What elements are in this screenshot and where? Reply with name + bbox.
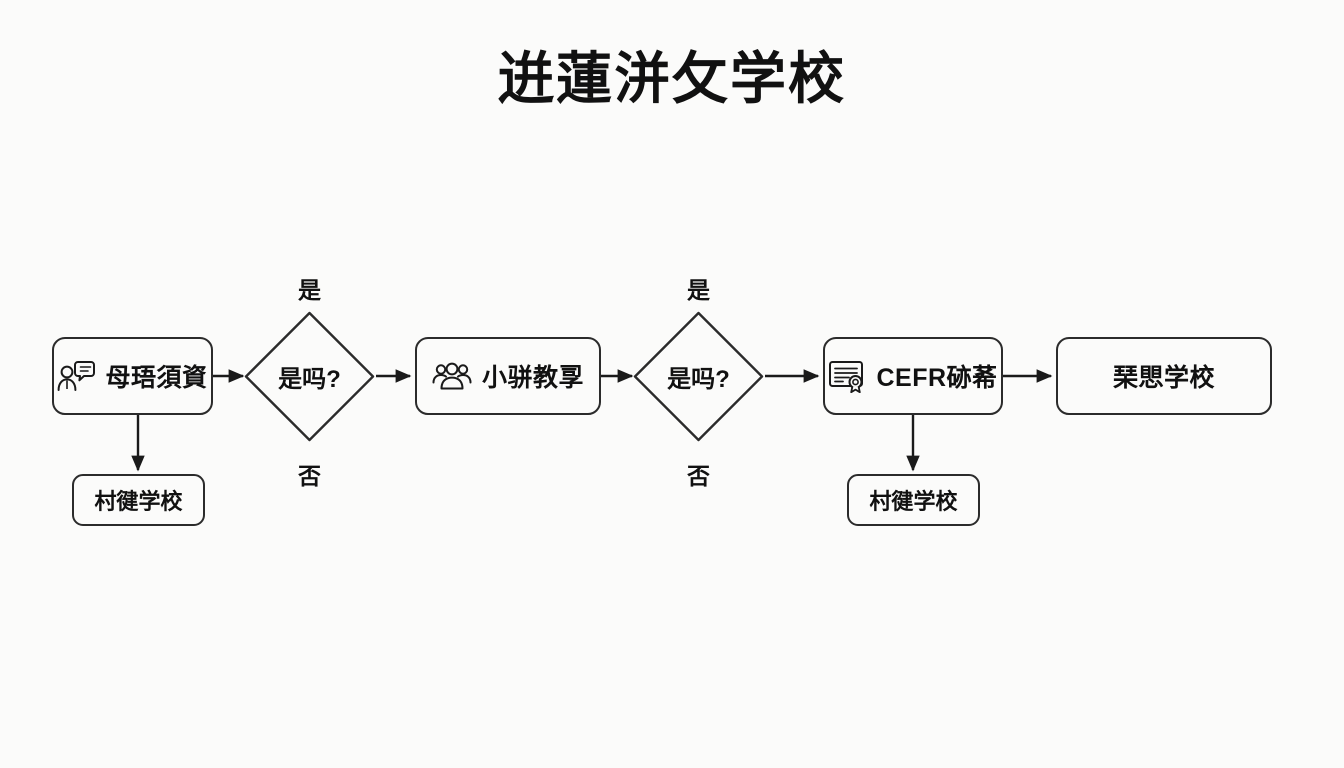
node-final-label: 琹愳学校 (1112, 364, 1215, 392)
edge-label-decision-2-no: 否 (687, 463, 710, 489)
certificate-icon (828, 359, 866, 393)
node-decision-1-label: 是吗? (278, 366, 341, 393)
node-final[interactable]: 琹愳学校 (1056, 337, 1272, 415)
node-start[interactable]: 母珸須資 (52, 337, 213, 415)
node-decision-2-label: 是吗? (667, 366, 730, 393)
node-fallback-1[interactable]: 村徤学校 (72, 474, 205, 526)
edge-label-decision-1-no: 否 (298, 463, 321, 489)
person-speech-bubble-icon (57, 359, 96, 393)
node-start-label: 母珸須資 (105, 364, 208, 392)
page-title: 逬蓮洴攵学校 (498, 47, 846, 110)
node-decision-1[interactable]: 是吗? (243, 310, 376, 443)
edge-label-decision-1-yes: 是 (298, 277, 321, 303)
node-fallback-2[interactable]: 村徤学校 (847, 474, 980, 526)
node-cefr[interactable]: CEFR硛莃 (823, 337, 1003, 415)
node-fallback-1-label: 村徤学校 (94, 489, 183, 514)
node-cefr-label: CEFR硛莃 (876, 364, 998, 392)
edge-label-decision-2-yes: 是 (687, 277, 710, 303)
node-group-class[interactable]: 小骈教孠 (415, 337, 601, 415)
node-fallback-2-label: 村徤学校 (869, 489, 958, 514)
node-decision-2[interactable]: 是吗? (632, 310, 765, 443)
people-group-icon (432, 361, 472, 391)
node-group-class-label: 小骈教孠 (481, 364, 584, 392)
